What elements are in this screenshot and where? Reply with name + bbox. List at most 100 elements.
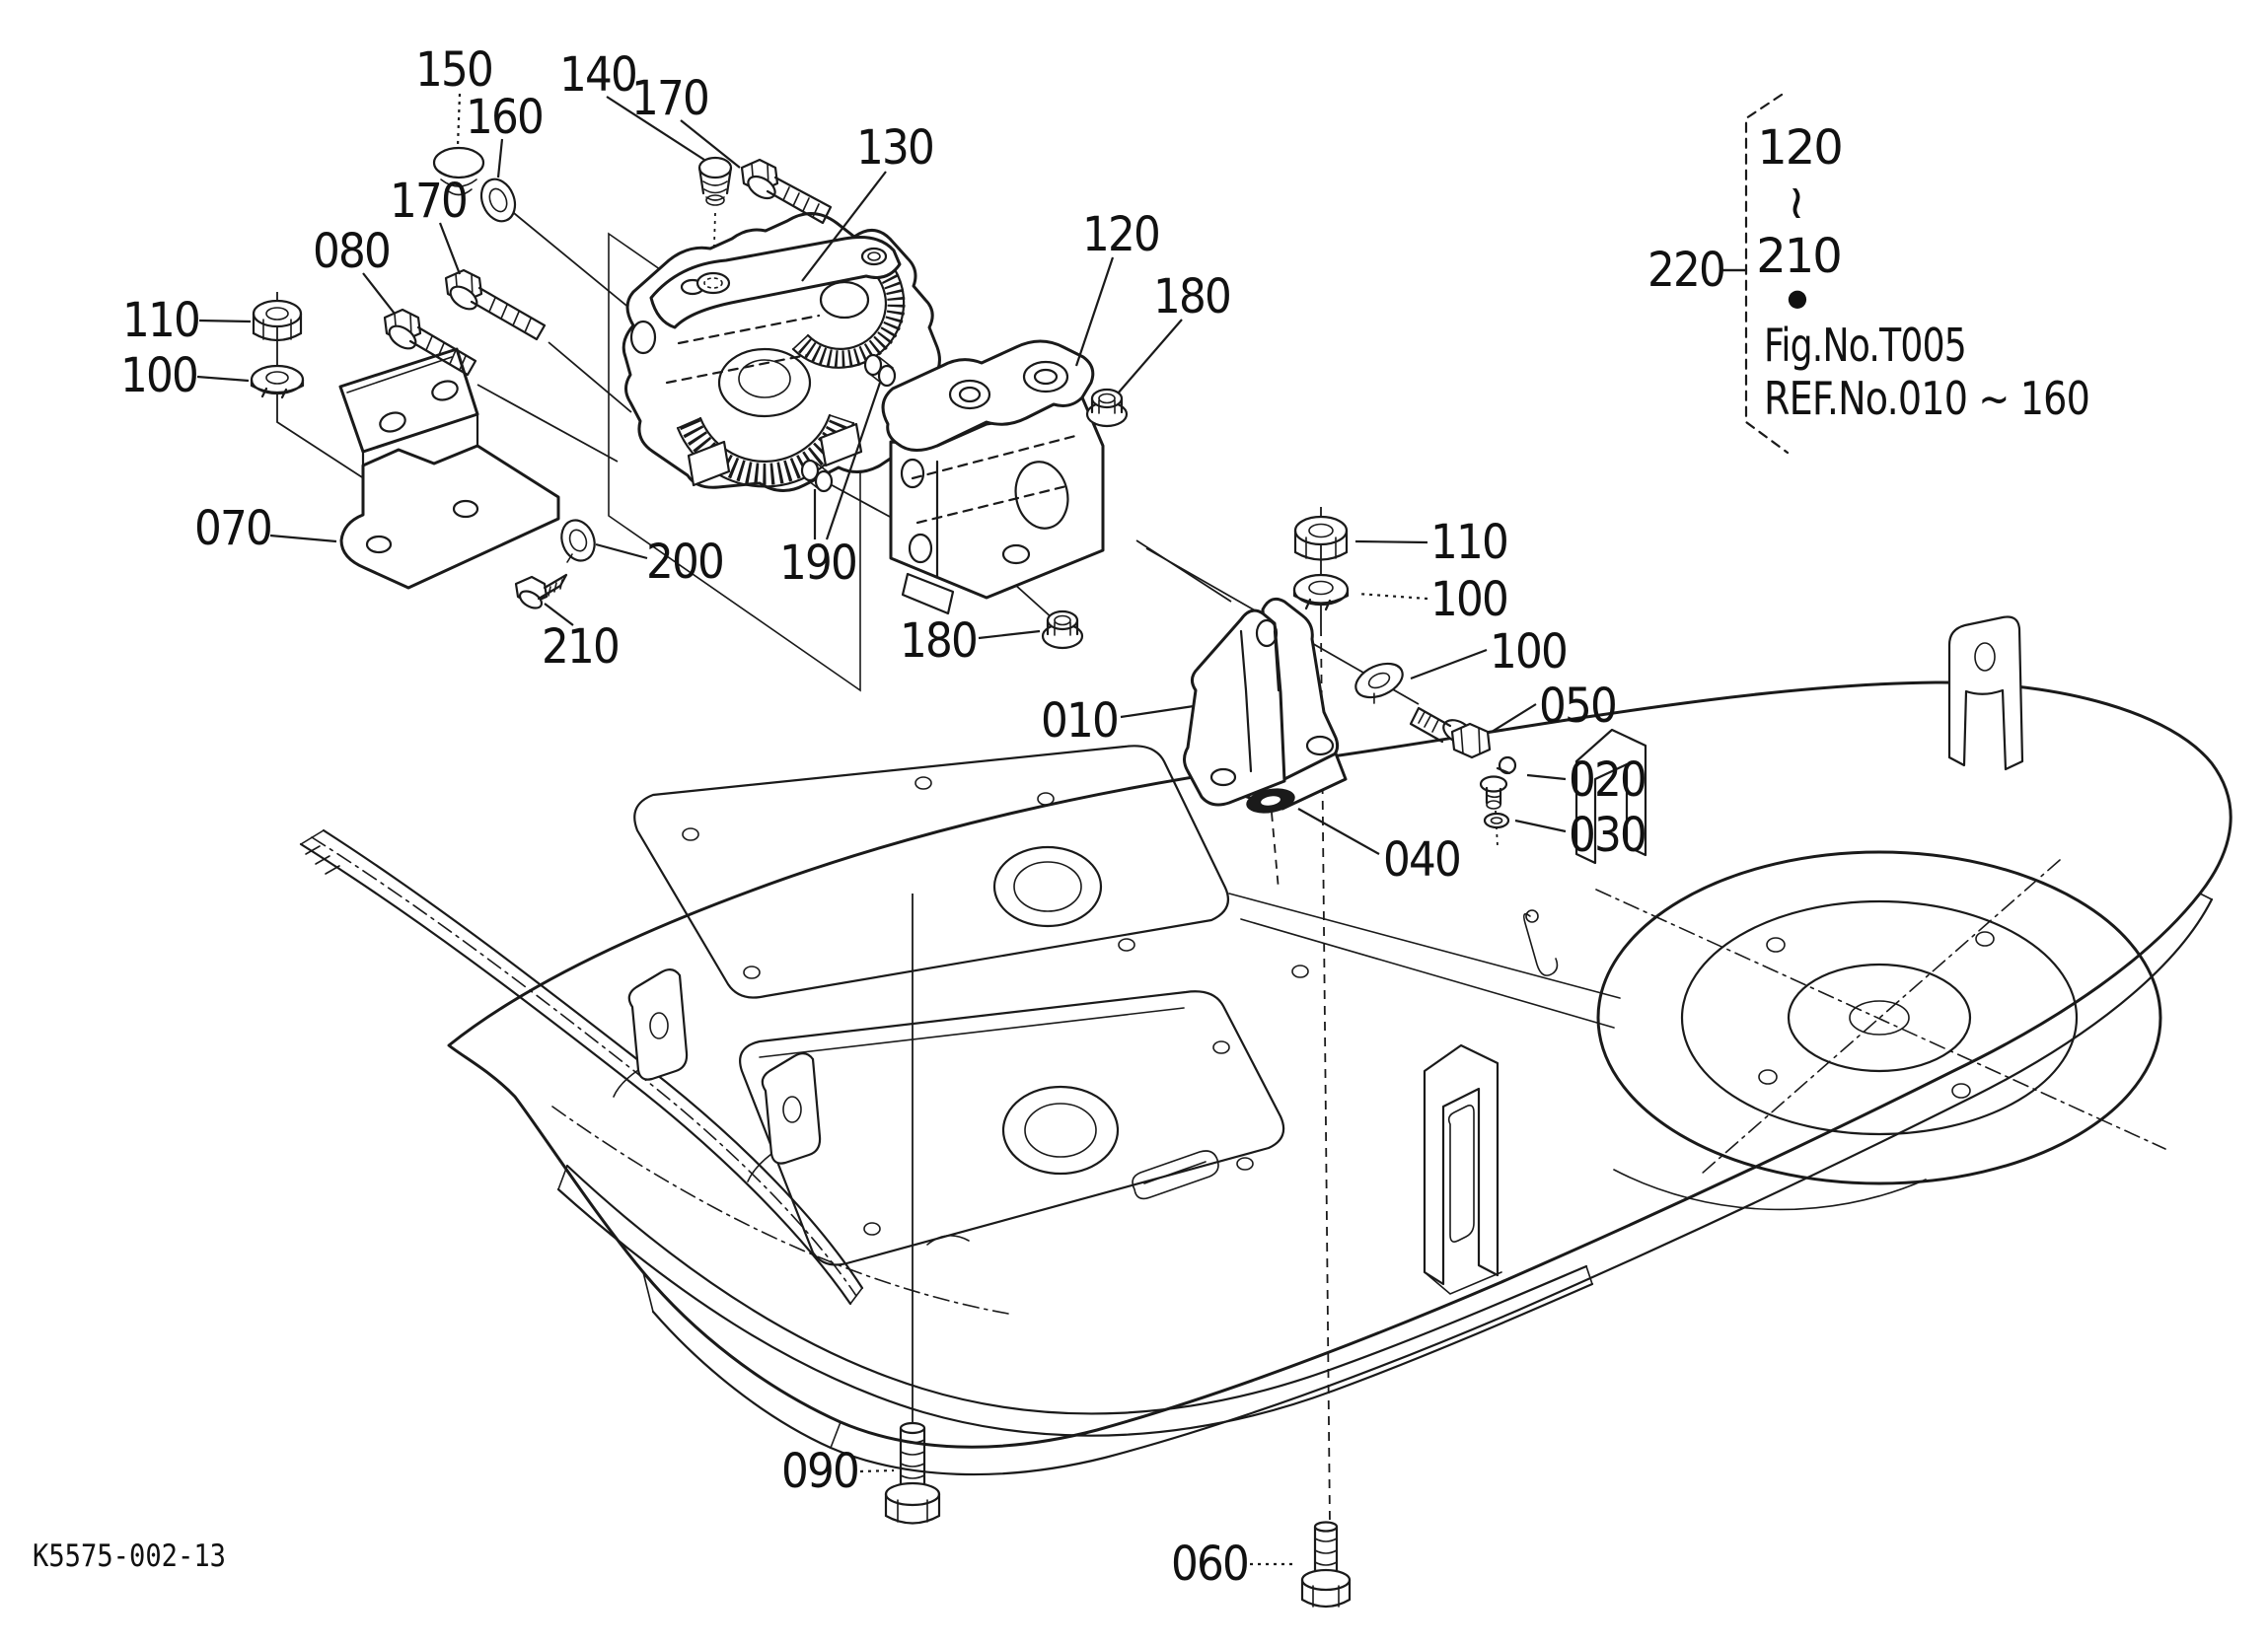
bolt-090 xyxy=(884,1421,941,1525)
callout-label-050: 050 xyxy=(1539,679,1616,734)
callout-080: 080 xyxy=(313,224,396,315)
note-tilde: ~ xyxy=(1770,183,1825,221)
plug-150 xyxy=(432,146,485,196)
deck-top-surface xyxy=(447,680,2232,1449)
stud-bolt-140 xyxy=(697,156,733,206)
edge-centerline xyxy=(311,836,857,1297)
deck-tab-left xyxy=(613,968,689,1098)
callout-label-100: 100 xyxy=(1430,572,1507,627)
upper-plate xyxy=(633,745,1229,999)
nut-110-right xyxy=(1293,515,1349,561)
callout-170: 170 xyxy=(631,71,741,169)
note-ref-line: REF.No.010 ~ 160 xyxy=(1764,372,2089,425)
drawing-number: K5575-002-13 xyxy=(33,1539,226,1574)
gearbox-foot xyxy=(687,422,863,487)
bolt-170-top xyxy=(740,158,833,225)
callout-020: 020 xyxy=(1526,752,1647,808)
callout-label-160: 160 xyxy=(466,90,543,145)
leader-line xyxy=(825,382,882,540)
note-bullet: ● xyxy=(1788,284,1808,312)
front-band-upper xyxy=(565,1164,1588,1415)
leader-line xyxy=(859,1468,895,1473)
callout-100: 100 xyxy=(1410,624,1569,680)
stay-bracket-070 xyxy=(338,347,560,590)
callout-220: 220 xyxy=(1647,243,1745,298)
leader-line xyxy=(978,629,1041,640)
callout-label-210: 210 xyxy=(542,619,619,675)
callout-110: 110 xyxy=(1354,515,1509,570)
leader-line xyxy=(606,96,705,161)
washer-200 xyxy=(560,519,596,563)
washer-030 xyxy=(1483,812,1510,829)
bolt-210 xyxy=(514,573,568,609)
leader-line xyxy=(1410,648,1488,680)
callout-090: 090 xyxy=(781,1444,895,1499)
deck-hole xyxy=(1291,965,1309,978)
callout-190: 190 xyxy=(779,382,882,591)
leader-line xyxy=(680,119,741,169)
deck-tab-left2 xyxy=(747,1052,822,1182)
callout-060: 060 xyxy=(1171,1537,1297,1592)
callout-label-100: 100 xyxy=(120,348,197,403)
note-range-from: 120 xyxy=(1757,120,1842,176)
callout-label-130: 130 xyxy=(856,120,933,176)
leader-line xyxy=(1356,592,1428,601)
callout-label-080: 080 xyxy=(313,224,390,279)
callout-170: 170 xyxy=(390,174,469,275)
hook-clip xyxy=(1523,909,1559,976)
grease-fitting-020 xyxy=(1479,755,1517,810)
washer-160 xyxy=(479,178,517,223)
bolt-060 xyxy=(1300,1521,1352,1609)
callout-040: 040 xyxy=(1297,808,1462,888)
nut-110-left xyxy=(252,299,303,342)
leader-line xyxy=(1514,819,1567,833)
leader-line xyxy=(198,319,252,323)
gear-case-cover-120 xyxy=(881,339,1105,615)
callout-label-030: 030 xyxy=(1569,808,1646,863)
leader-line xyxy=(196,375,250,383)
callout-050: 050 xyxy=(1491,679,1618,734)
leader-line xyxy=(1491,703,1537,733)
gearbox-side-boss xyxy=(629,320,657,355)
gearbox-housing-130 xyxy=(622,212,941,492)
bolt-050 xyxy=(1409,706,1492,759)
callout-100: 100 xyxy=(120,348,250,403)
channel-bracket xyxy=(1423,1043,1502,1295)
callout-label-100: 100 xyxy=(1490,624,1567,680)
callout-100: 100 xyxy=(1356,572,1509,627)
leader-line xyxy=(544,603,574,626)
note-fig-line: Fig.No.T005 xyxy=(1764,319,1966,372)
leader-line xyxy=(1526,773,1567,781)
flange-nut-180-lower xyxy=(1041,609,1084,650)
callout-label-020: 020 xyxy=(1569,752,1646,808)
gearbox-hidden-lines xyxy=(665,314,821,385)
leader-line xyxy=(456,93,462,147)
callout-label-070: 070 xyxy=(194,501,271,556)
callout-120: 120 xyxy=(1074,207,1161,367)
callout-label-110: 110 xyxy=(1430,515,1507,570)
o-ring-040 xyxy=(1246,788,1295,814)
leader-line xyxy=(438,222,462,275)
callout-140: 140 xyxy=(559,47,705,161)
gearbox-top-arm xyxy=(649,236,902,329)
callout-label-040: 040 xyxy=(1383,832,1460,888)
callout-150: 150 xyxy=(415,42,494,147)
washer-100-right xyxy=(1292,573,1350,611)
gearbox-threaded-hole xyxy=(695,271,731,295)
deck-front-dashline xyxy=(551,1106,1009,1315)
leader-line xyxy=(801,171,887,282)
leader-line xyxy=(1297,808,1380,855)
callout-label-170: 170 xyxy=(631,71,708,126)
u-clip xyxy=(1574,728,1647,865)
leader-line xyxy=(1354,539,1428,544)
leader-line xyxy=(269,534,337,543)
callout-label-180: 180 xyxy=(1153,269,1230,324)
callout-label-140: 140 xyxy=(559,47,636,103)
leader-line xyxy=(496,138,504,179)
callout-label-060: 060 xyxy=(1171,1537,1248,1592)
leader-line xyxy=(1117,319,1183,394)
callout-030: 030 xyxy=(1514,808,1647,863)
bolt-170-left xyxy=(444,268,547,341)
cover-foot xyxy=(901,572,955,615)
dowel-pin-190-lower xyxy=(800,459,834,493)
